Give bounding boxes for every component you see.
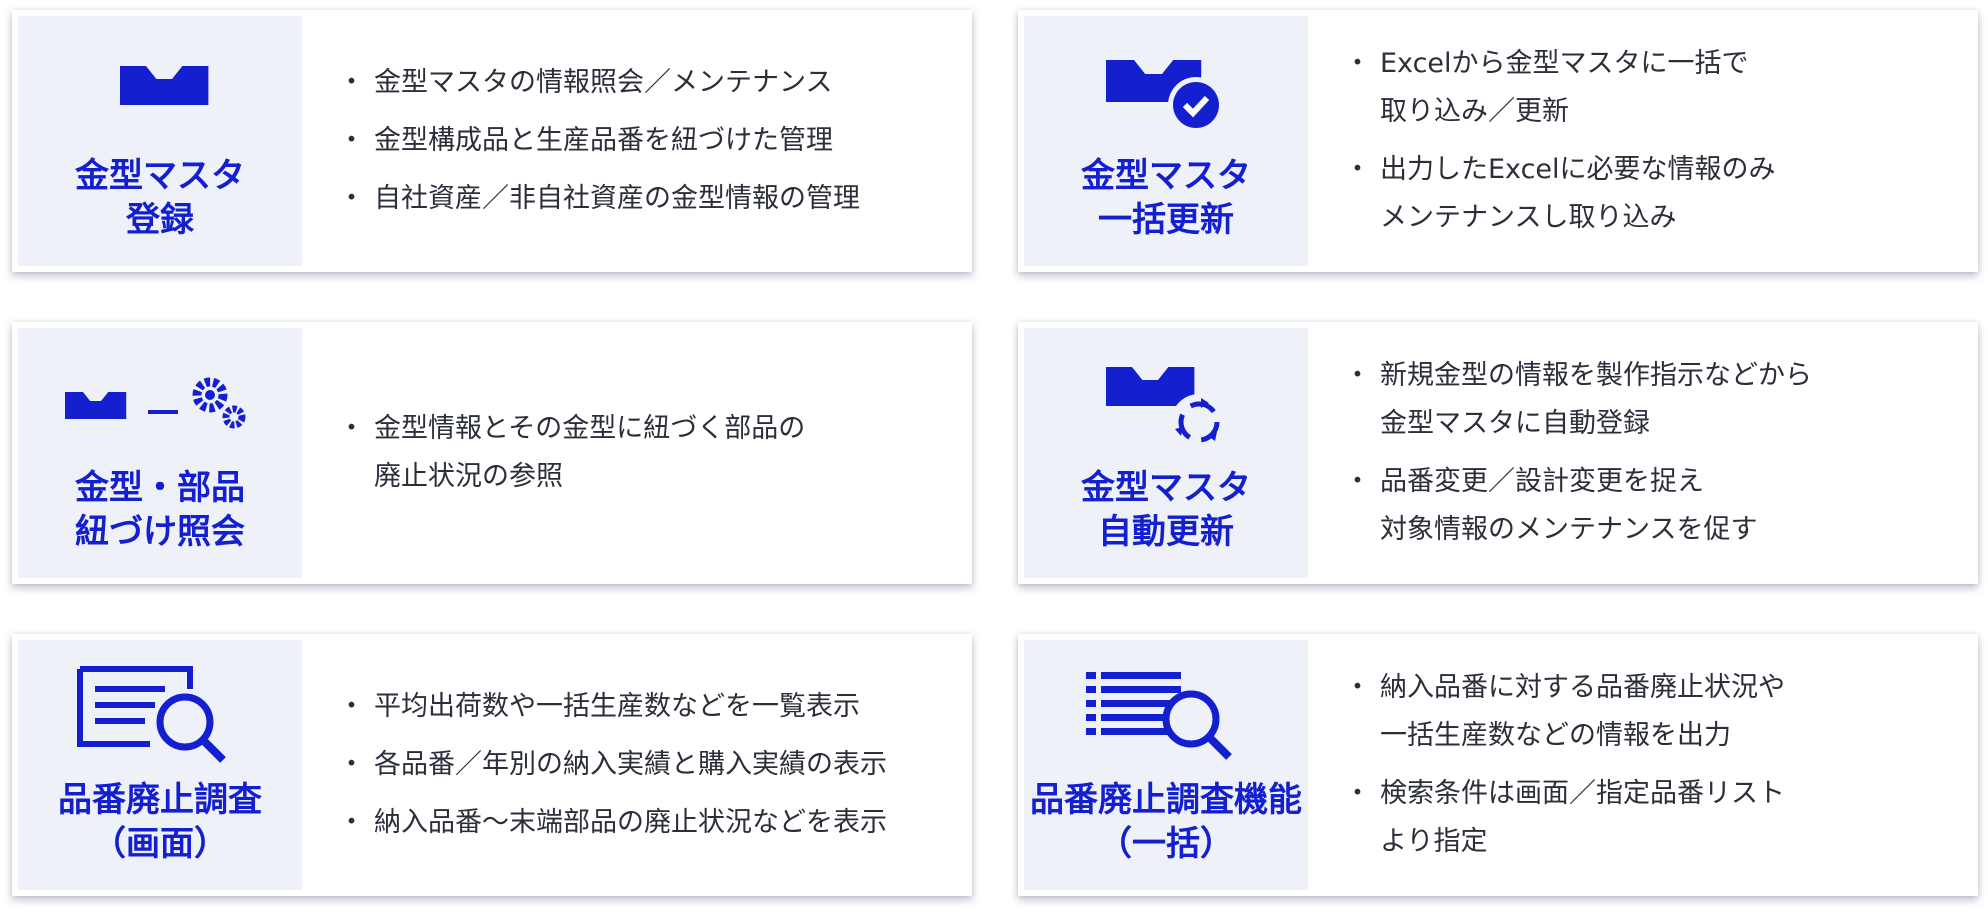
card-header-panel: 品番廃止調査 （画面）: [18, 640, 302, 890]
list-item: 検索条件は画面／指定品番リスト より指定: [1344, 770, 1932, 866]
list-item: 品番変更／設計変更を捉え 対象情報のメンテナンスを促す: [1344, 458, 1932, 554]
card-header-panel: 金型マスタ 自動更新: [1024, 328, 1308, 578]
list-item: 新規金型の情報を製作指示などから 金型マスタに自動登録: [1344, 352, 1932, 448]
list-item: 金型構成品と生産品番を紐づけた管理: [338, 117, 926, 165]
card-header-panel: 金型マスタ 一括更新: [1024, 16, 1308, 266]
mold-icon: [110, 40, 210, 140]
feature-card-mold-master-auto-update: 金型マスタ 自動更新 新規金型の情報を製作指示などから 金型マスタに自動登録品番…: [1018, 322, 1978, 584]
feature-card-part-discontinuation-screen: 品番廃止調査 （画面） 平均出荷数や一括生産数などを一覧表示各品番／年別の納入実…: [12, 634, 972, 896]
card-title: 品番廃止調査機能 （一括）: [1030, 780, 1302, 864]
feature-card-mold-master-registration: 金型マスタ 登録 金型マスタの情報照会／メンテナンス金型構成品と生産品番を紐づけ…: [12, 10, 972, 272]
list-item: 各品番／年別の納入実績と購入実績の表示: [338, 741, 926, 789]
list-search-icon: [1081, 664, 1251, 764]
list-item: 納入品番～末端部品の廃止状況などを表示: [338, 799, 926, 847]
list-item: Excelから金型マスタに一括で 取り込み／更新: [1344, 40, 1932, 136]
card-description-list: Excelから金型マスタに一括で 取り込み／更新出力したExcelに必要な情報の…: [1308, 16, 1972, 266]
card-header-panel: 金型・部品 紐づけ照会: [18, 328, 302, 578]
card-header-panel: 品番廃止調査機能 （一括）: [1024, 640, 1308, 890]
feature-card-part-discontinuation-bulk: 品番廃止調査機能 （一括） 納入品番に対する品番廃止状況や 一括生産数などの情報…: [1018, 634, 1978, 896]
card-description-list: 新規金型の情報を製作指示などから 金型マスタに自動登録品番変更／設計変更を捉え …: [1308, 328, 1972, 578]
card-title: 金型・部品 紐づけ照会: [75, 468, 245, 552]
mold-check-icon: [1101, 40, 1231, 140]
card-title: 品番廃止調査 （画面）: [58, 780, 262, 864]
card-description-list: 金型マスタの情報照会／メンテナンス金型構成品と生産品番を紐づけた管理自社資産／非…: [302, 16, 966, 266]
list-item: 出力したExcelに必要な情報のみ メンテナンスし取り込み: [1344, 146, 1932, 242]
list-item: 自社資産／非自社資産の金型情報の管理: [338, 175, 926, 223]
mold-gears-icon: [60, 352, 260, 452]
list-item: 金型情報とその金型に紐づく部品の 廃止状況の参照: [338, 405, 926, 501]
list-item: 納入品番に対する品番廃止状況や 一括生産数などの情報を出力: [1344, 664, 1932, 760]
document-search-icon: [75, 664, 245, 764]
card-header-panel: 金型マスタ 登録: [18, 16, 302, 266]
list-item: 金型マスタの情報照会／メンテナンス: [338, 59, 926, 107]
card-description-list: 金型情報とその金型に紐づく部品の 廃止状況の参照: [302, 328, 966, 578]
list-item: 平均出荷数や一括生産数などを一覧表示: [338, 683, 926, 731]
card-title: 金型マスタ 登録: [75, 156, 245, 240]
card-title: 金型マスタ 自動更新: [1081, 468, 1251, 552]
card-description-list: 平均出荷数や一括生産数などを一覧表示各品番／年別の納入実績と購入実績の表示納入品…: [302, 640, 966, 890]
card-title: 金型マスタ 一括更新: [1081, 156, 1251, 240]
mold-refresh-icon: [1101, 352, 1231, 452]
card-description-list: 納入品番に対する品番廃止状況や 一括生産数などの情報を出力検索条件は画面／指定品…: [1308, 640, 1972, 890]
feature-card-mold-parts-link-inquiry: 金型・部品 紐づけ照会 金型情報とその金型に紐づく部品の 廃止状況の参照: [12, 322, 972, 584]
feature-card-mold-master-bulk-update: 金型マスタ 一括更新 Excelから金型マスタに一括で 取り込み／更新出力したE…: [1018, 10, 1978, 272]
